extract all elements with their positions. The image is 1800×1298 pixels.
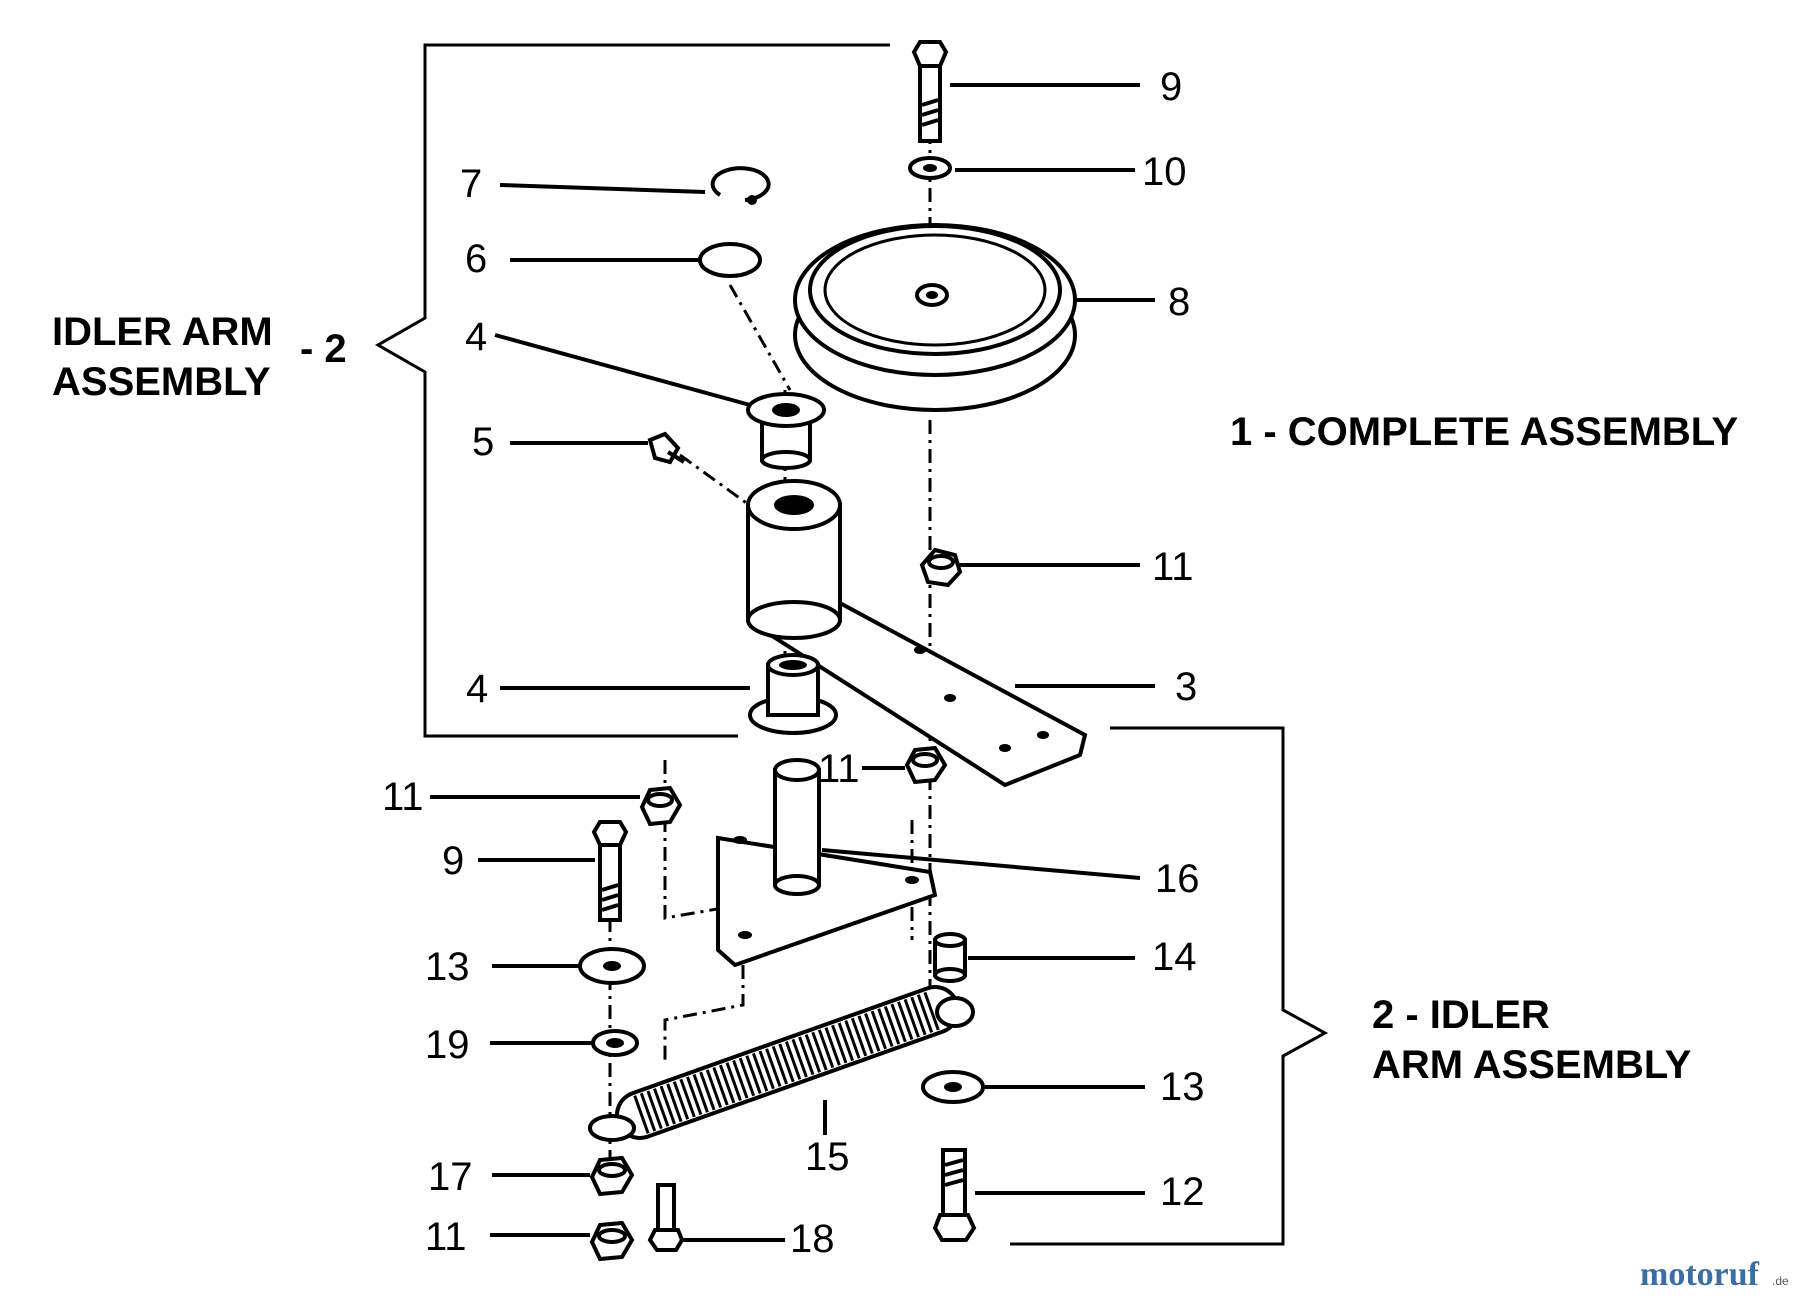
callout-6: 6 — [465, 237, 487, 281]
callout-9-left: 9 — [442, 839, 464, 883]
label-idler-arm-right-line1: 2 - IDLER — [1372, 993, 1550, 1037]
nut-part-11-left — [639, 785, 683, 827]
watermark-tld: .de — [1772, 1274, 1789, 1288]
callout-19: 19 — [425, 1023, 470, 1067]
callout-18: 18 — [790, 1217, 835, 1261]
centerline-left-nut — [663, 760, 741, 920]
label-idler-arm-left-line1: IDLER ARM — [52, 310, 273, 354]
bolt-part-9-top — [911, 40, 949, 143]
callout-11-upper: 11 — [1152, 545, 1194, 589]
washer-part-10 — [908, 156, 952, 180]
callout-11-bottom: 11 — [425, 1215, 467, 1259]
callout-15: 15 — [805, 1135, 850, 1179]
watermark-brand: motoruf — [1640, 1256, 1760, 1293]
spring-part-15 — [588, 985, 975, 1142]
callout-13-right: 13 — [1160, 1065, 1205, 1109]
callout-13-left: 13 — [425, 945, 470, 989]
nut-part-17 — [589, 1155, 635, 1197]
callout-11-mid: 11 — [818, 747, 860, 791]
callout-14: 14 — [1152, 935, 1197, 979]
washer-part-6 — [698, 242, 762, 278]
centerline-spring-bolt — [663, 965, 745, 1060]
callout-11-left: 11 — [382, 775, 424, 819]
pulley-part-8 — [793, 223, 1077, 412]
callout-12: 12 — [1160, 1170, 1205, 1214]
lock-washer-part-19 — [591, 1029, 639, 1057]
watermark-logo: motoruf .de — [1640, 1256, 1789, 1293]
label-idler-arm-left-line2: ASSEMBLY — [52, 360, 271, 404]
washer-part-13-right — [921, 1070, 985, 1104]
nut-part-11-upper — [919, 547, 963, 588]
nut-part-11-bottom — [589, 1220, 635, 1262]
callout-17: 17 — [428, 1155, 473, 1199]
callout-5: 5 — [472, 420, 494, 464]
callout-4-lower: 4 — [466, 667, 488, 711]
left-group-bracket — [374, 43, 890, 738]
callout-8: 8 — [1168, 280, 1190, 324]
leader-7 — [499, 183, 706, 194]
callout-4-upper: 4 — [465, 315, 487, 359]
callout-10: 10 — [1142, 150, 1187, 194]
retaining-ring-part-7 — [710, 166, 771, 205]
label-idler-arm-right-line2: ARM ASSEMBLY — [1372, 1043, 1692, 1087]
callout-7: 7 — [460, 162, 482, 206]
leader-16 — [821, 848, 1141, 880]
washer-part-13-left — [578, 947, 646, 985]
label-idler-arm-left-ref: - 2 — [300, 327, 347, 371]
bolt-part-9-left — [591, 820, 629, 922]
centerline-washer — [728, 284, 792, 391]
callout-9-top: 9 — [1160, 65, 1182, 109]
bushing-part-4-upper — [746, 392, 826, 470]
callout-16: 16 — [1155, 857, 1200, 901]
leader-4-upper — [494, 333, 751, 407]
bolt-part-12 — [932, 1148, 977, 1242]
pivot-plate-part-16 — [716, 758, 938, 968]
spacer-part-14 — [933, 932, 967, 983]
nut-part-11-mid — [904, 745, 948, 785]
bolt-part-18 — [647, 1183, 685, 1252]
label-complete-assembly: 1 - COMPLETE ASSEMBLY — [1230, 410, 1739, 454]
right-group-bracket — [1010, 726, 1329, 1246]
callout-3: 3 — [1175, 665, 1197, 709]
bushing-part-4-lower — [748, 653, 838, 735]
grease-fitting-part-5 — [647, 431, 686, 465]
idler-arm-part-3 — [746, 479, 1088, 788]
